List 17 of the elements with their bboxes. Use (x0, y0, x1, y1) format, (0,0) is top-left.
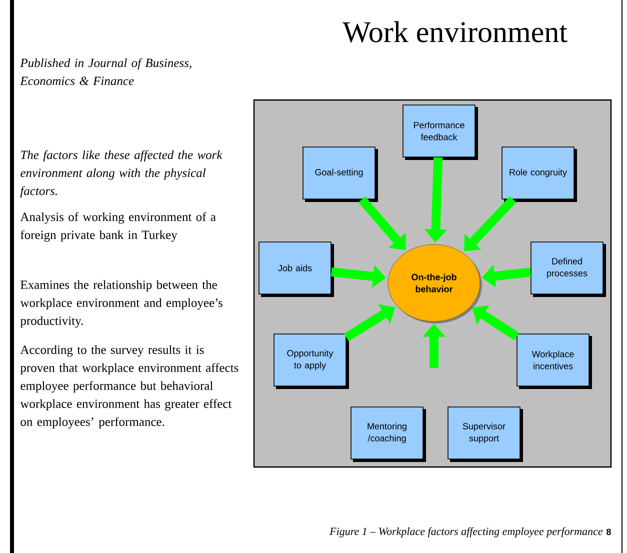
page-number: 8 (606, 528, 611, 536)
factor-box: Workplace incentives (516, 334, 592, 389)
factor-box: Supervisor support (448, 406, 523, 462)
title: Work environment (342, 21, 568, 42)
factor-box: Defined processes (530, 242, 606, 297)
factor-box: Role congruity (502, 146, 577, 202)
factor-box: Job aids (258, 242, 334, 297)
caption: Figure 1 – Workplace factors affecting employee performance (330, 527, 603, 538)
paragraph: The factors like these affected the work environment along with the physical factors. (20, 150, 222, 198)
factor-box: Opportunity to apply (274, 334, 349, 389)
paragraph: Published in Journal of Business, Economics & Finance (20, 58, 192, 86)
paragraph: Analysis of working environment of a foreign private bank in Turkey (20, 212, 216, 242)
paragraph: Examines the relationship between the workplace environment and employee’s productivity. (20, 280, 222, 328)
factor-box: Performance feedback (402, 104, 478, 160)
paragraph: According to the survey results it is proven that workplace environment affects employee performance but behavioral workplace environment has greater effect on employees’ performance. (20, 345, 238, 429)
factor-box: Mentoring /coaching (350, 406, 426, 462)
factor-box: Goal-setting (302, 146, 378, 202)
